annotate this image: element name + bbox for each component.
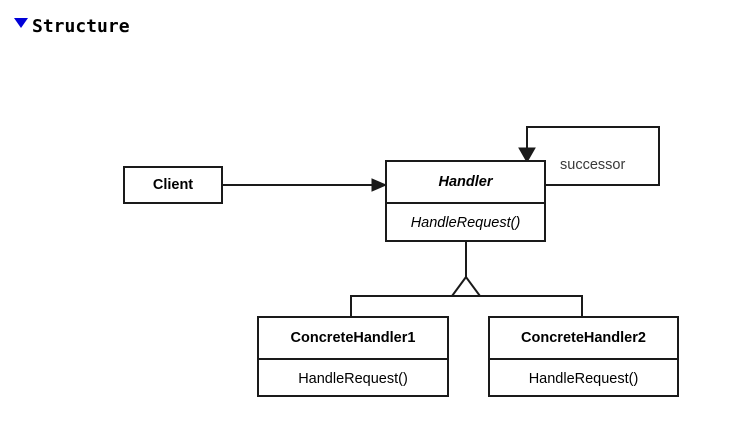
connector-generalization-tree: [350, 242, 583, 317]
class-name-label: Client: [152, 177, 194, 193]
page-title: Structure: [32, 16, 130, 37]
uml-class-client[interactable]: Client: [123, 166, 223, 204]
class-operation-label: HandleRequest(): [410, 215, 521, 231]
class-name-compartment: Handler: [387, 162, 544, 202]
class-operations-compartment: HandleRequest(): [490, 358, 677, 397]
class-operation-label: HandleRequest(): [298, 370, 408, 387]
class-name-label: Handler: [438, 174, 493, 190]
class-operation-label: HandleRequest(): [528, 370, 639, 387]
association-role-label-successor: successor: [560, 157, 626, 173]
filled-triangle-arrowhead: [518, 147, 536, 164]
class-operations-compartment: HandleRequest(): [387, 202, 544, 242]
class-name-label: ConcreteHandler1: [290, 330, 416, 346]
uml-class-handler[interactable]: Handler HandleRequest(): [385, 160, 546, 242]
connector-client-to-handler: [223, 178, 388, 192]
filled-triangle-arrowhead: [371, 178, 388, 192]
class-name-compartment: Client: [125, 168, 221, 202]
class-name-compartment: ConcreteHandler2: [490, 318, 677, 358]
class-name-label: ConcreteHandler2: [521, 330, 646, 346]
triangle-down-icon[interactable]: [14, 17, 28, 28]
hollow-triangle-arrowhead: [450, 275, 482, 297]
class-name-compartment: ConcreteHandler1: [259, 318, 447, 358]
connector-handler-successor-loop: [518, 126, 660, 186]
class-operations-compartment: HandleRequest(): [259, 358, 447, 397]
uml-class-concretehandler1[interactable]: ConcreteHandler1 HandleRequest(): [257, 316, 449, 397]
section-heading[interactable]: Structure: [14, 16, 130, 37]
uml-class-concretehandler2[interactable]: ConcreteHandler2 HandleRequest(): [488, 316, 679, 397]
